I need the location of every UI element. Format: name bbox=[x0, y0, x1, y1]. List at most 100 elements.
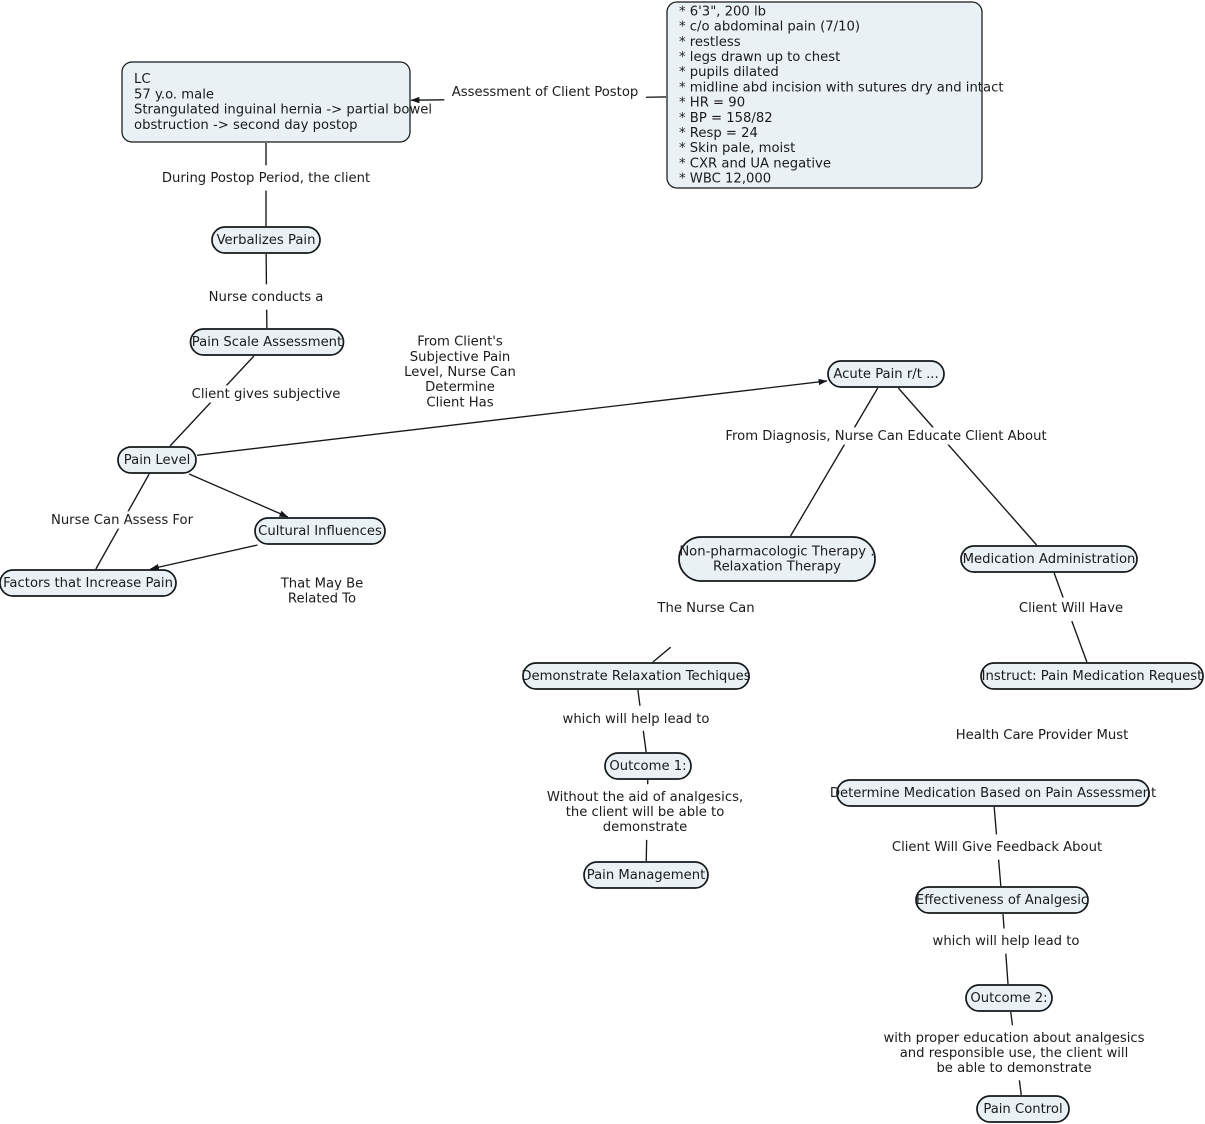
edge-label-line: Nurse Can Assess For bbox=[51, 513, 194, 528]
node-effectiveness-analgesic[interactable]: Effectiveness of Analgesic bbox=[915, 886, 1089, 914]
edge-label-from-diagnosis-educate: From Diagnosis, Nurse Can Educate Client… bbox=[723, 427, 1049, 445]
edge-label-the-nurse-can: The Nurse Can bbox=[656, 599, 755, 617]
label-backdrop bbox=[603, 818, 687, 836]
node-demonstrate-relaxation[interactable]: Demonstrate Relaxation Techiques bbox=[521, 662, 751, 690]
node-pain-control[interactable]: Pain Control bbox=[976, 1095, 1070, 1123]
edge-label-line: Client Will Give Feedback About bbox=[892, 840, 1102, 855]
edge-label-client-will-have: Client Will Have bbox=[1012, 599, 1130, 617]
label-backdrop bbox=[885, 1044, 1143, 1062]
node-label-line: * BP = 158/82 bbox=[679, 111, 773, 126]
label-backdrop bbox=[551, 803, 739, 821]
node-label-line: LC bbox=[134, 72, 151, 87]
label-backdrop bbox=[952, 726, 1132, 744]
edge-label-line: Assessment of Client Postop bbox=[452, 85, 639, 100]
node-label-line: * WBC 12,000 bbox=[679, 172, 771, 187]
node-factors-increase-pain[interactable]: Factors that Increase Pain bbox=[0, 569, 177, 597]
node-assessment-findings[interactable]: * 6'3", 200 lb* c/o abdominal pain (7/10… bbox=[666, 1, 1003, 189]
edge-segment bbox=[1002, 913, 1005, 929]
node-label-line: * Skin pale, moist bbox=[679, 141, 795, 156]
node-acute-pain[interactable]: Acute Pain r/t ... bbox=[827, 360, 945, 388]
node-non-pharm-therapy[interactable]: Non-pharmacologic Therapy :Relaxation Th… bbox=[678, 536, 876, 582]
node-label-line: Pain Level bbox=[124, 453, 190, 468]
node-shape bbox=[976, 1095, 1070, 1123]
node-label-line: Outcome 2: bbox=[970, 991, 1047, 1006]
node-instruct-pain-med-request[interactable]: Instruct: Pain Medication Request bbox=[980, 662, 1204, 690]
node-label-line: * legs drawn up to chest bbox=[679, 50, 840, 65]
edge-determine-medication-to-effectiveness-analgesic bbox=[993, 806, 1002, 887]
node-shape bbox=[980, 662, 1204, 690]
label-backdrop bbox=[422, 393, 498, 411]
node-shape bbox=[583, 861, 709, 889]
edge-segment bbox=[897, 387, 1038, 546]
label-backdrop bbox=[537, 788, 753, 806]
label-backdrop bbox=[886, 838, 1108, 856]
label-backdrop bbox=[878, 1029, 1150, 1047]
label-backdrop bbox=[404, 348, 516, 366]
label-backdrop bbox=[657, 599, 755, 617]
edge-segment bbox=[993, 806, 998, 835]
edge-label-with-proper-education: with proper education about analgesicsan… bbox=[878, 1029, 1150, 1077]
node-label-line: Outcome 1: bbox=[609, 759, 686, 774]
node-shape bbox=[0, 569, 177, 597]
node-label-line: 57 y.o. male bbox=[134, 87, 214, 102]
edge-segment bbox=[1018, 1080, 1022, 1096]
node-label-line: Determine Medication Based on Pain Asses… bbox=[830, 786, 1156, 801]
node-label-line: Non-pharmacologic Therapy : bbox=[679, 544, 874, 559]
edge-label-health-care-provider-must: Health Care Provider Must bbox=[952, 726, 1132, 744]
node-shape bbox=[522, 662, 750, 690]
node-outcome-1[interactable]: Outcome 1: bbox=[604, 752, 692, 780]
edge-label-line: with proper education about analgesics bbox=[883, 1031, 1144, 1046]
edge-segment bbox=[1053, 572, 1064, 598]
edge-label-line: Without the aid of analgesics, bbox=[547, 790, 743, 805]
edge-segment bbox=[789, 387, 879, 537]
edge-label-line: Client Has bbox=[426, 395, 493, 410]
node-determine-medication[interactable]: Determine Medication Based on Pain Asses… bbox=[830, 779, 1156, 807]
node-label-line: Pain Management bbox=[587, 868, 706, 883]
edge-label-without-the-aid: Without the aid of analgesics,the client… bbox=[537, 788, 753, 836]
node-shape bbox=[678, 536, 876, 582]
node-shape bbox=[965, 984, 1053, 1012]
edge-acute-pain-to-non-pharm-therapy bbox=[789, 387, 879, 537]
node-pain-management[interactable]: Pain Management bbox=[583, 861, 709, 889]
node-label-line: Verbalizes Pain bbox=[217, 233, 316, 248]
node-label-line: Pain Control bbox=[983, 1102, 1062, 1117]
edge-segment bbox=[1005, 953, 1009, 985]
node-medication-administration[interactable]: Medication Administration bbox=[960, 545, 1138, 573]
edge-outcome-2-to-pain-control bbox=[1010, 1011, 1022, 1096]
edge-label-line: During Postop Period, the client bbox=[162, 171, 370, 186]
edge-acute-pain-to-medication-administration bbox=[897, 387, 1038, 546]
node-pain-level[interactable]: Pain Level bbox=[117, 446, 197, 474]
node-shape bbox=[666, 1, 983, 189]
node-label-line: * restless bbox=[679, 35, 741, 50]
label-backdrop bbox=[448, 83, 642, 101]
node-verbalizes-pain[interactable]: Verbalizes Pain bbox=[211, 226, 321, 254]
edge-non-pharm-therapy-to-demonstrate-relaxation bbox=[652, 646, 672, 663]
label-backdrop bbox=[411, 333, 509, 351]
node-label-line: Instruct: Pain Medication Request bbox=[982, 669, 1203, 684]
node-pain-scale-assessment[interactable]: Pain Scale Assessment bbox=[189, 328, 345, 356]
edge-assessment-findings-to-client-info bbox=[410, 96, 667, 104]
node-outcome-2[interactable]: Outcome 2: bbox=[965, 984, 1053, 1012]
node-label-line: Relaxation Therapy bbox=[713, 560, 841, 575]
node-cultural-influences[interactable]: Cultural Influences bbox=[254, 517, 386, 545]
edge-segment bbox=[637, 689, 641, 706]
node-label-line: * Resp = 24 bbox=[679, 126, 758, 141]
edge-label-line: Level, Nurse Can bbox=[404, 365, 516, 380]
edge-label-line: Determine bbox=[425, 380, 495, 395]
label-backdrop bbox=[183, 385, 349, 403]
node-label-line: * c/o abdominal pain (7/10) bbox=[679, 20, 860, 35]
node-shape bbox=[211, 226, 321, 254]
edge-label-nurse-can-assess-for: Nurse Can Assess For bbox=[49, 511, 195, 529]
node-label-line: Strangulated inguinal hernia -> partial … bbox=[134, 103, 432, 118]
edge-label-assessment-of-client-postop: Assessment of Client Postop bbox=[448, 83, 642, 101]
edge-label-line: be able to demonstrate bbox=[936, 1061, 1091, 1076]
label-backdrop bbox=[923, 932, 1089, 950]
edge-medication-administration-to-instruct-pain-med-request bbox=[1053, 572, 1088, 663]
node-shape bbox=[121, 61, 411, 143]
